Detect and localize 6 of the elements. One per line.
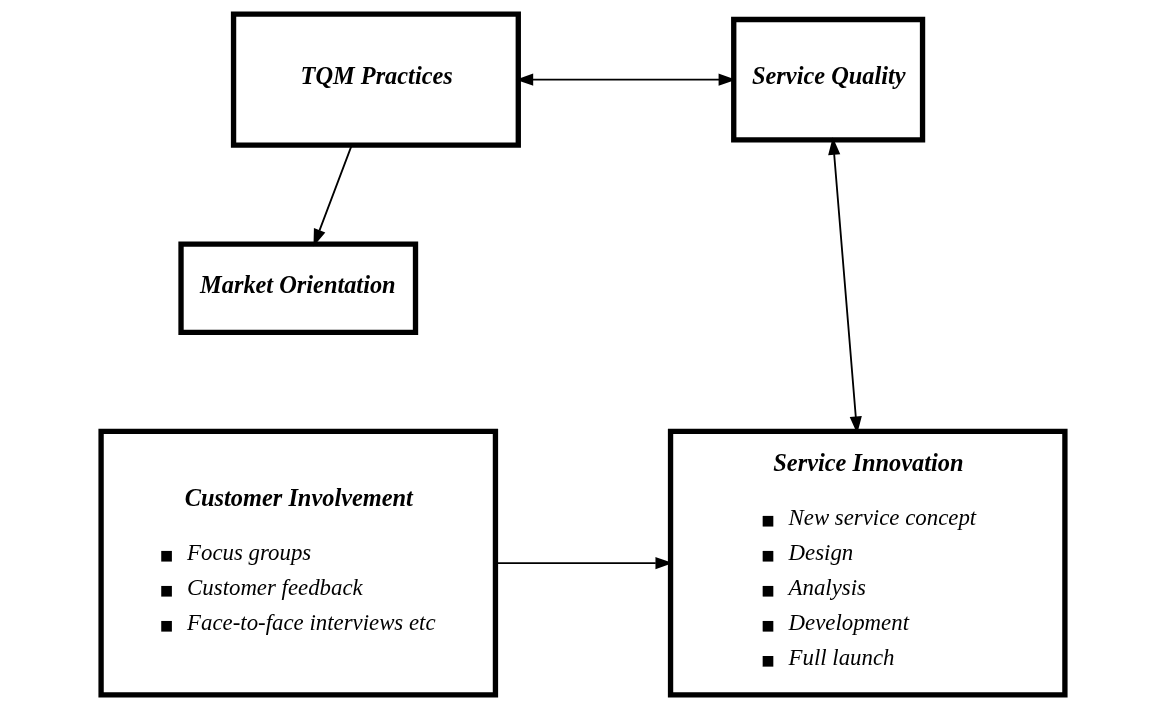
node-box: Service Innovation New service concept Design Analysis Development Full launch bbox=[667, 428, 1068, 698]
node-box: Market Orientation bbox=[177, 241, 418, 336]
node-box: TQM Practices bbox=[230, 11, 521, 148]
node-box: Customer Involvement Focus groups Customer feedback Face-to-face interviews etc bbox=[97, 428, 498, 698]
node-box: Service Quality bbox=[730, 16, 925, 143]
arrow bbox=[313, 144, 352, 247]
